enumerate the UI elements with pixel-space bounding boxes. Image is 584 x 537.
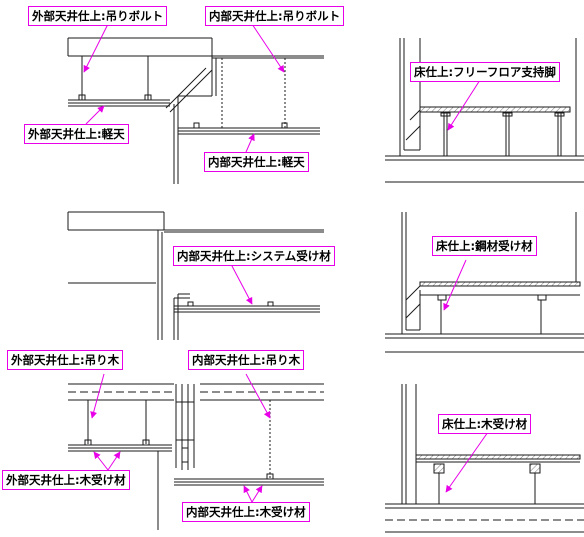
label-outer-ceiling-hanging-timber: 外部天井仕上:吊り木 (7, 350, 124, 370)
arrow-l4a (245, 133, 255, 153)
arrow-l7 (443, 259, 467, 311)
section-top-left (67, 37, 324, 184)
label-floor-steel-support: 床仕上:鋼材受け材 (432, 236, 537, 256)
label-inner-ceiling-hanger-bolt: 内部天井仕上:吊りボルト (205, 6, 345, 26)
arrow-l11b (107, 451, 121, 471)
label-inner-ceiling-hanging-timber: 内部天井仕上:吊り木 (188, 350, 305, 370)
arrow-l10 (445, 431, 489, 493)
arrow-l12b (251, 485, 263, 503)
label-outer-ceiling-timber-support: 外部天井仕上:木受け材 (2, 470, 130, 490)
label-outer-ceiling-hanger-bolt: 外部天井仕上:吊りボルト (28, 6, 168, 26)
arrow-l9 (245, 373, 271, 419)
section-middle-right (385, 212, 584, 353)
label-outer-ceiling-light-steel: 外部天井仕上:軽天 (24, 124, 129, 144)
leader-arrows (83, 23, 489, 503)
section-bottom-left (68, 383, 324, 530)
section-top-right (385, 38, 584, 183)
arrow-l5 (447, 79, 481, 131)
arrow-l6 (231, 265, 253, 305)
label-inner-ceiling-timber-support: 内部天井仕上:木受け材 (182, 502, 310, 522)
arrow-l12a (243, 485, 253, 503)
arrow-l11a (93, 451, 109, 471)
label-inner-ceiling-light-steel: 内部天井仕上:軽天 (204, 152, 309, 172)
arrow-l8 (90, 373, 105, 419)
label-floor-free-floor-leg: 床仕上:フリーフロア支持脚 (410, 62, 560, 82)
arrow-l3 (85, 105, 105, 125)
arrow-l2 (251, 23, 285, 73)
section-bottom-right (385, 384, 584, 533)
arrow-l1 (83, 23, 109, 73)
section-middle-left (67, 211, 324, 340)
label-inner-ceiling-system-support: 内部天井仕上:システム受け材 (173, 246, 335, 266)
label-floor-timber-support: 床仕上:木受け材 (438, 414, 532, 434)
